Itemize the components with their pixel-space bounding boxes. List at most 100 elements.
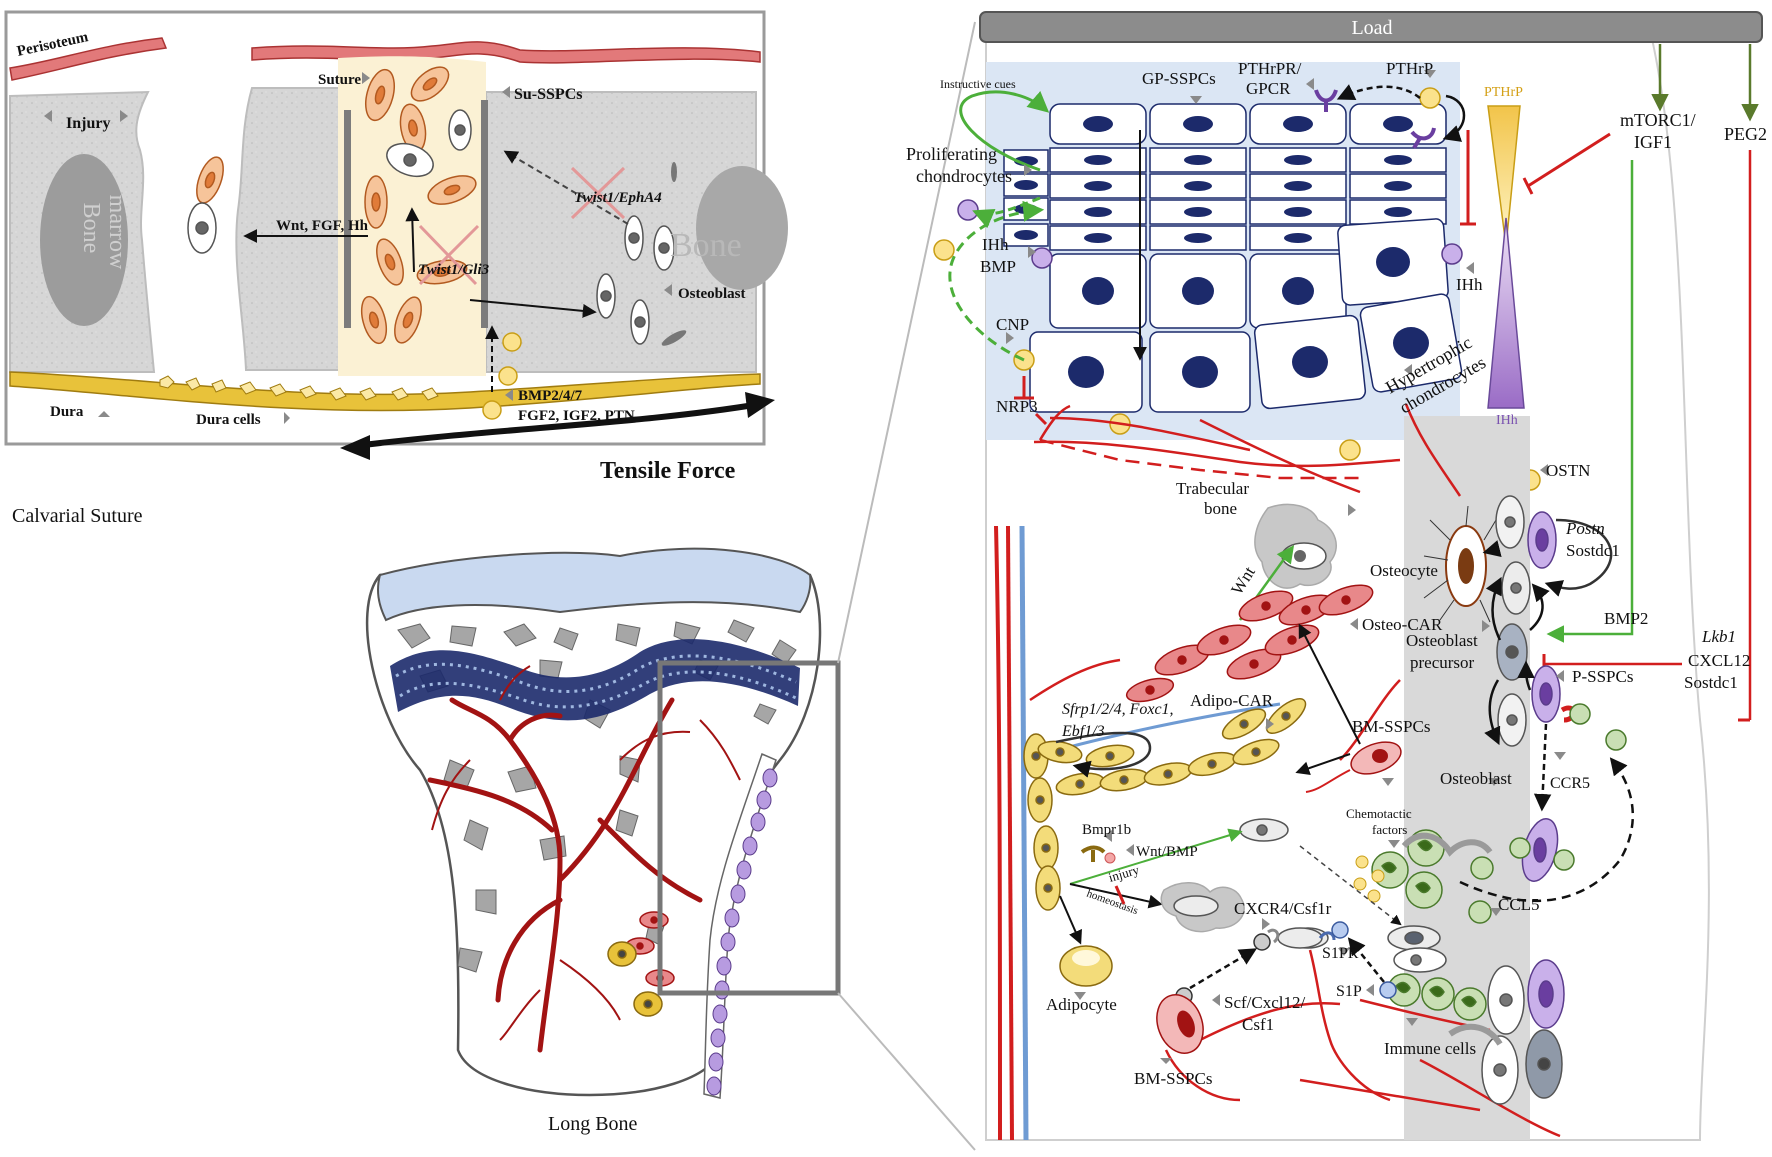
nrp3-link-bar <box>1034 412 1048 426</box>
calvarial-suture-panel: Perisoteum Injury Suture Su-SSPCs Bone m… <box>4 10 788 527</box>
scf-gradient-arrow <box>1189 948 1258 990</box>
marrow-pointers <box>1006 70 1566 1064</box>
bone-lining-wavy <box>1401 832 1493 857</box>
label-osteoblast-marrow: Osteoblast <box>1440 769 1512 788</box>
calvaria-osteoblasts <box>187 109 675 345</box>
marrow-panel: Instructive cues GP-SSPCs PTHrPR/ GPCR P… <box>906 59 1767 1141</box>
label-osteocyte: Osteocyte <box>1370 561 1438 580</box>
arrow-psspc-migration <box>1533 723 1552 812</box>
label-ihh-left: IHh <box>982 235 1009 254</box>
label-pthrpr-1: PTHrPR/ <box>1238 59 1302 78</box>
label-gp-sspcs: GP-SSPCs <box>1142 69 1216 88</box>
label-bm-sspcs: BM-SSPCs <box>1352 717 1430 736</box>
periosteum-left <box>9 37 168 81</box>
label-suture: Suture <box>318 72 361 88</box>
bone-marrow-cavity <box>40 154 128 326</box>
nrp3-vessel <box>1038 404 1071 441</box>
bone-lining-wavy-2 <box>1448 1023 1503 1046</box>
label-bmp-left: BMP <box>980 257 1016 276</box>
label-chemotactic-2: factors <box>1372 822 1407 837</box>
progenitor-to-osteoclast <box>1299 845 1402 926</box>
twist-gli-cross <box>418 224 480 286</box>
injury-arrow <box>1069 828 1243 885</box>
label-cxcr4: CXCR4/Csf1r <box>1234 899 1332 918</box>
label-ccl5: CCL5 <box>1498 895 1540 914</box>
ihh-gradient <box>1487 217 1525 409</box>
label-bmp2: BMP2 <box>1604 609 1648 628</box>
label-cnp: CNP <box>996 315 1029 334</box>
adipo-car-cells <box>1023 698 1307 911</box>
label-wnt-bmp: Wnt/BMP <box>1136 844 1198 860</box>
homeostasis-arrow <box>1069 883 1163 909</box>
label-su-sspcs: Su-SSPCs <box>514 86 582 103</box>
dashed-vessel <box>1039 438 1360 480</box>
su-sspc-cells <box>196 66 477 345</box>
arrow-precursor-up <box>1485 576 1502 641</box>
zoom-box <box>657 660 841 996</box>
label-bone-marrow-1: Bone <box>78 203 104 254</box>
periosteal-sspc-column <box>706 768 778 1096</box>
calvaria-pointers <box>44 72 672 424</box>
twist-eph-cross <box>570 166 626 220</box>
postn-autoloop <box>1544 518 1613 597</box>
calvaria-bone-mid <box>235 87 341 371</box>
label-twist1-gli3: Twist1/Gli3 <box>418 262 490 278</box>
trab-osteoblast-nucleus <box>1294 550 1306 562</box>
wnt-bmp-ligand <box>1104 852 1116 864</box>
bmpr1b-receptor <box>1080 845 1106 862</box>
suture-front-right <box>481 100 488 328</box>
long-bone-capillaries <box>431 665 741 1041</box>
ccl5-bound <box>1569 703 1591 725</box>
label-injury: Injury <box>66 115 110 132</box>
artery <box>994 525 1002 1141</box>
vessel-cxcr4 <box>1308 949 1391 1102</box>
osteocyte-nucleus <box>1458 548 1474 584</box>
label-nrp3: NRP3 <box>996 397 1038 416</box>
label-pthrpr-2: GPCR <box>1246 79 1291 98</box>
cxcl12-ligand-top <box>1253 933 1271 951</box>
label-adipocyte: Adipocyte <box>1046 995 1117 1014</box>
label-dura: Dura <box>50 404 84 420</box>
inhibitor-bar-1 <box>1522 177 1534 195</box>
label-ob-precursor-2: precursor <box>1410 653 1475 672</box>
sfrp-autoloop <box>1055 731 1152 778</box>
label-trabecular-2: bone <box>1204 499 1237 518</box>
bone-marrow-right <box>696 166 788 290</box>
label-ob-precursor-1: Osteoblast <box>1406 631 1478 650</box>
load-plate <box>979 11 1763 43</box>
embedded-osteocyte <box>661 330 687 346</box>
bm-sspc-bottom-nucleus <box>1177 1010 1195 1038</box>
label-fgf2-igf2-ptn: FGF2, IGF2, PTN <box>518 408 635 424</box>
label-chemotactic-1: Chemotactic <box>1346 806 1412 821</box>
cxcr4-receptor <box>1267 928 1280 944</box>
label-wnt-fgf-hh: Wnt, FGF, Hh <box>276 218 369 234</box>
label-bone-marrow-2: marrow <box>104 195 130 270</box>
dura-cell-row <box>159 375 439 401</box>
label-bmpr1b: Bmpr1b <box>1082 822 1131 838</box>
label-lkb1: Lkb1 <box>1701 627 1736 646</box>
bm-sspc-nucleus <box>1372 749 1388 763</box>
arrow-to-osteoblast <box>469 299 597 318</box>
label-mtorc1: mTORC1/ <box>1620 110 1696 130</box>
label-immune-cells: Immune cells <box>1384 1039 1476 1058</box>
instructive-cues-arrow <box>959 90 1050 172</box>
label-s1p: S1P <box>1336 983 1362 1000</box>
suture-front-left <box>344 110 351 328</box>
embedded-osteocyte-2 <box>671 162 677 182</box>
label-adipo-car: Adipo-CAR <box>1190 691 1274 710</box>
chemotactic-factor-dots <box>1353 855 1385 903</box>
label-osteo-car: Osteo-CAR <box>1362 615 1443 634</box>
marrow-capillaries <box>1029 403 1561 1138</box>
hypertrophic-nuclei <box>1068 247 1429 388</box>
label-peg2: PEG2 <box>1724 124 1767 144</box>
label-instructive-cues: Instructive cues <box>940 77 1016 91</box>
label-ihh-gradient: IHh <box>1496 413 1518 428</box>
p-sspc-cells <box>1521 511 1565 1029</box>
adipocyte-lipid <box>1072 950 1100 966</box>
pthrp-gradient <box>1487 105 1521 247</box>
label-sostdc1-right: Sostdc1 <box>1684 673 1738 692</box>
growth-plate-cells-2 <box>399 670 797 709</box>
articular-cartilage <box>377 547 812 622</box>
label-postn: Postn <box>1565 519 1605 538</box>
label-trabecular-1: Trabecular <box>1176 479 1249 498</box>
